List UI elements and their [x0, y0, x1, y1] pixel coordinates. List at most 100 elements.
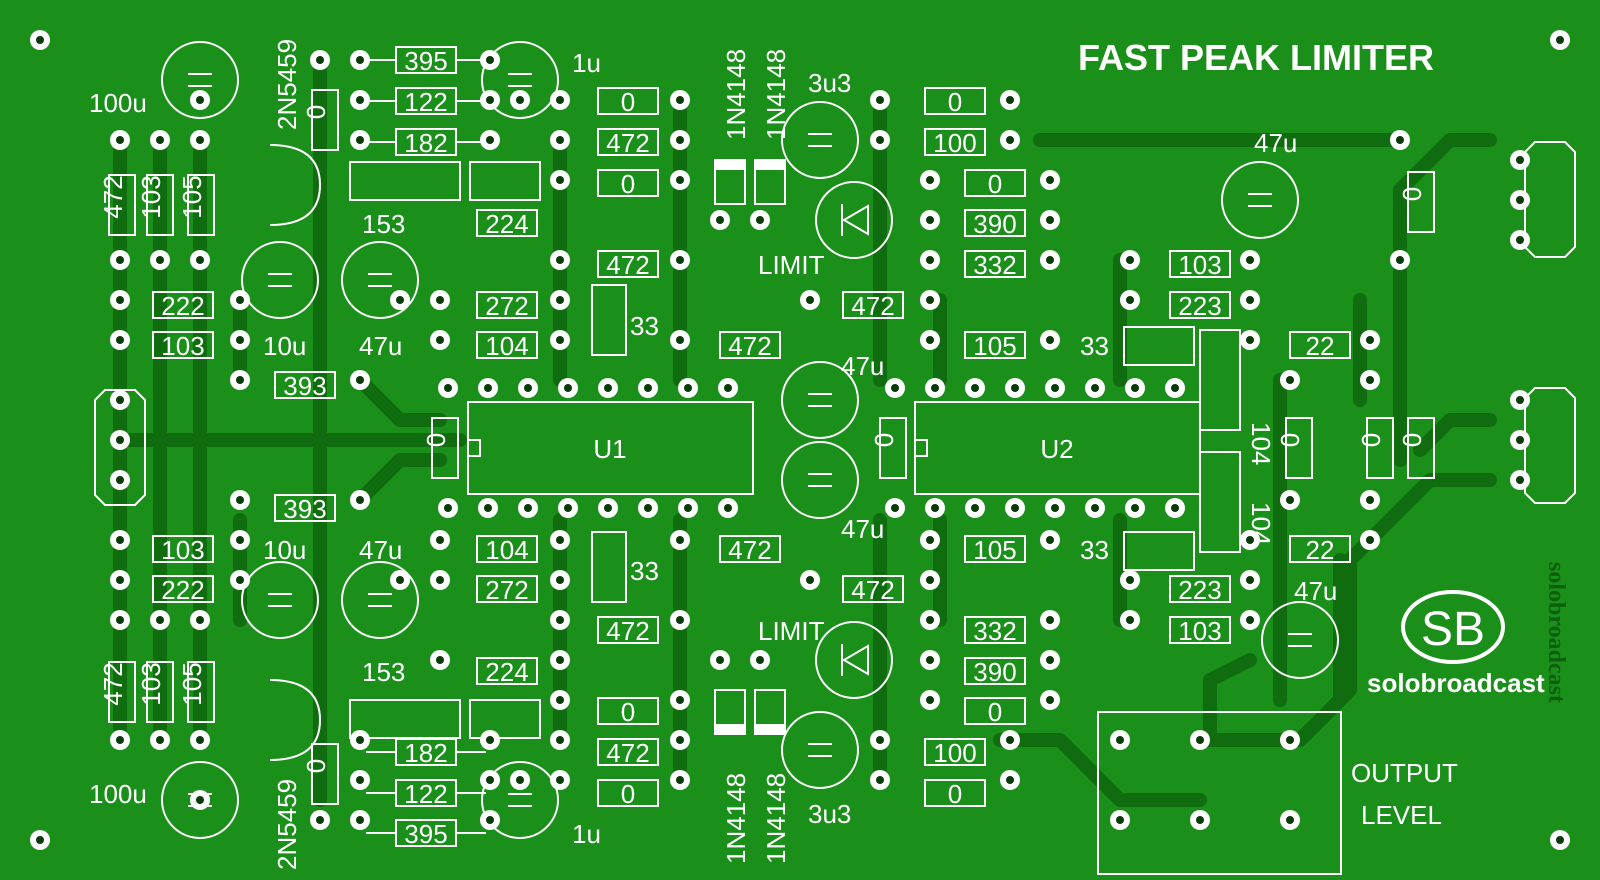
solder-pad-hole [1286, 376, 1294, 384]
solder-pad-hole [556, 136, 564, 144]
solder-pad-hole [1006, 776, 1014, 784]
solder-pad-hole [806, 576, 814, 584]
resistor: 22 [1289, 535, 1351, 565]
solder-pad-hole [486, 776, 494, 784]
solder-pad-hole [564, 384, 572, 392]
cap-label: 1u [572, 48, 601, 78]
resistor-value: 332 [973, 616, 1016, 646]
cap-label: 153 [362, 657, 405, 687]
resistor: 393 [274, 371, 336, 401]
solder-pad-hole [676, 336, 684, 344]
resistor: 100 [924, 128, 986, 158]
ic-u1: U1 [467, 401, 754, 495]
film-capacitor-outline [591, 284, 627, 356]
solder-pad-hole [926, 656, 934, 664]
resistor: 472 [719, 535, 781, 565]
output-connector-top [1524, 141, 1576, 258]
solder-pad-hole [1046, 176, 1054, 184]
resistor-vertical: 105 [177, 661, 215, 723]
solder-pad-hole [356, 816, 364, 824]
diode-band [755, 160, 785, 170]
jumper-vertical: 0 [301, 743, 339, 805]
solder-pad-hole [716, 216, 724, 224]
jumper-vertical: 0 [1397, 417, 1435, 479]
capacitor-plates [808, 133, 832, 147]
resistor-value: 393 [283, 494, 326, 524]
solder-pad-hole [236, 536, 244, 544]
solder-pad-hole [116, 616, 124, 624]
resistor: 0 [597, 697, 659, 727]
resistor-value: 472 [728, 535, 771, 565]
resistor: 224 [476, 657, 538, 687]
solder-pad-hole [116, 736, 124, 744]
solder-pad-hole [556, 256, 564, 264]
film-capacitor-outline [591, 531, 627, 603]
resistor: 0 [964, 697, 1026, 727]
solder-pad-hole [676, 616, 684, 624]
resistor: 182 [366, 738, 486, 768]
solder-pad-hole [524, 384, 532, 392]
capacitor-plates [808, 743, 832, 757]
resistor: 223 [1169, 291, 1231, 321]
solder-pad-hole [436, 296, 444, 304]
solder-pad-hole [1116, 736, 1124, 744]
solder-pad-hole [971, 384, 979, 392]
solder-pad-hole [436, 656, 444, 664]
solder-pad-hole [876, 136, 884, 144]
cap-label: 153 [362, 209, 405, 239]
resistor: 222 [152, 291, 214, 321]
solder-pad-hole [436, 336, 444, 344]
jumper-value: 0 [301, 105, 331, 119]
cap-label: 47u [841, 351, 884, 381]
jumper-vertical: 0 [1356, 417, 1394, 479]
resistor-value: 105 [177, 662, 207, 705]
solder-pad-hole [1126, 256, 1134, 264]
solder-pad-hole [1286, 816, 1294, 824]
electrolytic-capacitor-outline [781, 101, 859, 179]
solder-pad-hole [1556, 836, 1564, 844]
film-capacitor-outline [469, 699, 541, 739]
brand-logo-text: SB [1421, 603, 1485, 656]
resistor-value: 105 [973, 331, 1016, 361]
solder-pad-hole [486, 816, 494, 824]
solder-pad-hole [926, 336, 934, 344]
solder-pad-hole [436, 576, 444, 584]
solder-pad-hole [524, 504, 532, 512]
resistor-vertical: 105 [177, 174, 215, 236]
solder-pad-hole [926, 616, 934, 624]
resistor-vertical: 472 [98, 174, 136, 236]
electrolytic-capacitor-outline [781, 361, 859, 439]
cap-label: 3u3 [808, 68, 851, 98]
solder-pad-hole [684, 384, 692, 392]
solder-pad-hole [486, 136, 494, 144]
capacitor-plates [268, 273, 292, 287]
electrolytic-capacitor-outline [481, 41, 559, 119]
electrolytic-capacitor-outline [161, 761, 239, 839]
solder-pad-hole [556, 96, 564, 104]
capacitor-labels: 100u 1u 3u3 47u 153 10u 47u 33 47u 47u 3… [89, 48, 1337, 849]
cap-label: 47u [1294, 576, 1337, 606]
resistor: 332 [964, 250, 1026, 280]
solder-pad-hole [1126, 576, 1134, 584]
solder-pad-hole [1286, 736, 1294, 744]
electrolytic-capacitor-outline [241, 241, 319, 319]
jumper-value: 0 [869, 433, 899, 447]
resistor-value: 472 [728, 331, 771, 361]
solder-pad-hole [1396, 136, 1404, 144]
electrolytic-capacitor-outline [781, 441, 859, 519]
resistor-value: 100 [933, 128, 976, 158]
solder-pad-hole [116, 476, 124, 484]
solder-pad-hole [806, 296, 814, 304]
resistor-value: 0 [621, 87, 635, 117]
resistor-value: 472 [606, 616, 649, 646]
resistor: 223 [1169, 575, 1231, 605]
electrolytic-capacitor-outline [1261, 601, 1339, 679]
cap-label: 100u [89, 88, 147, 118]
brand-name: solobroadcast [1367, 668, 1545, 698]
solder-pad-hole [1556, 36, 1564, 44]
solder-pad-hole [116, 136, 124, 144]
solder-pad-hole [644, 504, 652, 512]
solder-pad-hole [436, 536, 444, 544]
capacitor-plates [808, 393, 832, 407]
solder-pad-hole [484, 384, 492, 392]
